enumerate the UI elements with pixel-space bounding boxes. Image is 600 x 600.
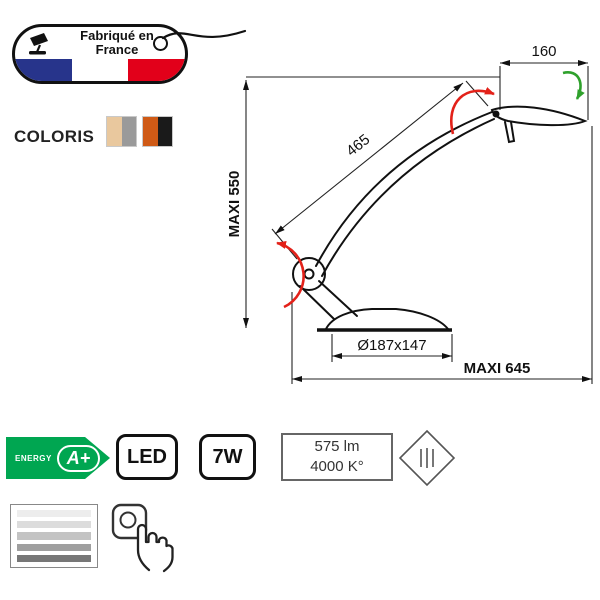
dimension-arm-length: 465 <box>274 82 464 235</box>
touch-switch-icon <box>111 503 174 573</box>
energy-rating-badge: ENERGY A+ <box>6 437 110 479</box>
energy-class-badge: A+ <box>56 444 101 472</box>
lamp-drawing <box>292 105 588 332</box>
swatch2-left-half <box>143 117 158 146</box>
rotation-arrow-tip <box>562 71 585 100</box>
dim-label-arm-length: 465 <box>343 131 373 160</box>
light-beam-icon <box>398 429 456 487</box>
flux-value: 575 lm <box>314 437 360 455</box>
desk-lamp-icon <box>29 32 48 54</box>
flag-blue-stripe <box>15 59 72 81</box>
rotation-arrow-pivot <box>276 241 305 309</box>
rotation-arrow-head <box>450 86 495 135</box>
wattage-badge: 7W <box>199 434 256 480</box>
swatch1-right-half <box>121 117 136 146</box>
badge-title: Fabriqué en France <box>53 29 185 57</box>
lamp-technical-diagram: MAXI 550 160 465 Ø187x147 MAXI 645 <box>226 43 593 384</box>
swatch2-right-half <box>157 117 172 146</box>
badge-top: Fabriqué en France <box>15 27 185 59</box>
dimmer-level-1 <box>17 510 91 518</box>
flag-white-stripe <box>71 59 129 81</box>
color-swatch-beige-grey <box>106 116 137 147</box>
badge-line2: France <box>95 42 139 57</box>
grommet-icon <box>153 36 168 51</box>
dimmer-level-2 <box>17 521 91 529</box>
lumen-temperature-box: 575 lm 4000 K° <box>281 433 393 481</box>
dim-label-max-reach: MAXI 645 <box>464 360 531 377</box>
dimension-max-reach: MAXI 645 <box>292 360 592 382</box>
color-swatch-orange-black <box>142 116 173 147</box>
dimmer-levels-icon <box>10 504 98 568</box>
made-in-france-badge: Fabriqué en France <box>12 24 188 84</box>
led-badge: LED <box>116 434 178 480</box>
dimmer-level-5 <box>17 554 91 563</box>
coloris-label: COLORIS <box>14 127 95 146</box>
dimension-base-size: Ø187x147 <box>332 337 452 359</box>
energy-label: ENERGY <box>15 453 52 463</box>
dimmer-level-4 <box>17 543 91 551</box>
dim-label-head-width: 160 <box>531 43 556 60</box>
dim-label-max-height: MAXI 550 <box>226 171 243 238</box>
dim-label-base-size: Ø187x147 <box>357 337 426 354</box>
swatch1-left-half <box>107 117 122 146</box>
dimension-head-width: 160 <box>500 43 588 66</box>
badge-line1: Fabriqué en <box>80 28 154 43</box>
color-temp-value: 4000 K° <box>310 458 364 475</box>
flag-red-stripe <box>128 59 185 81</box>
france-flag-icon <box>15 59 185 81</box>
dimmer-level-3 <box>17 532 91 540</box>
dimension-max-height: MAXI 550 <box>226 80 249 328</box>
